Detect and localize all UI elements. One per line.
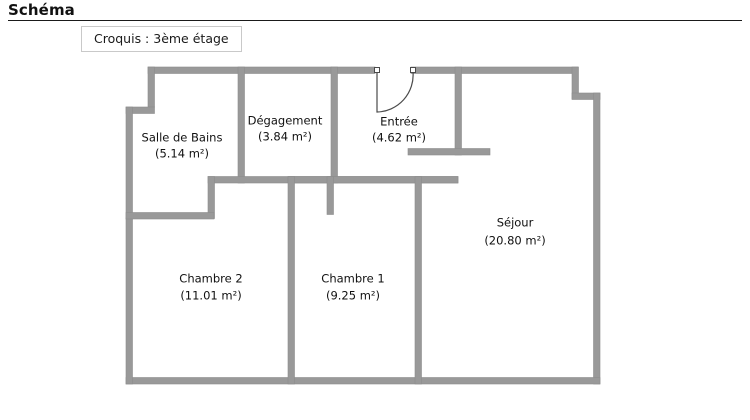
wall-bottom bbox=[125, 377, 601, 385]
room-area-sejour: (20.80 m²) bbox=[484, 234, 545, 248]
door-leaf-and-swing bbox=[376, 70, 414, 113]
room-area-chambre-1: (9.25 m²) bbox=[326, 289, 380, 303]
page-title: Schéma bbox=[8, 1, 75, 19]
wall-right-outer bbox=[593, 92, 601, 385]
door-hinge-marker-right bbox=[410, 67, 416, 73]
title-divider bbox=[8, 20, 742, 21]
room-label-chambre-2: Chambre 2 bbox=[179, 272, 242, 286]
plan-caption-label: Croquis : 3ème étage bbox=[94, 30, 229, 46]
room-label-entree: Entrée bbox=[380, 115, 418, 129]
wall-chambre1-stub bbox=[326, 176, 334, 215]
room-area-entree: (4.62 m²) bbox=[372, 131, 426, 145]
wall-left-bath-lower bbox=[125, 106, 133, 220]
plan-caption-box: Croquis : 3ème étage bbox=[81, 26, 242, 52]
room-area-degagement: (3.84 m²) bbox=[258, 130, 312, 144]
wall-chambre1-top bbox=[287, 176, 459, 184]
wall-top-entry-right bbox=[410, 66, 579, 74]
room-label-degagement: Dégagement bbox=[248, 114, 323, 128]
wall-step-vertical-left bbox=[207, 176, 215, 219]
floor-plan-svg: Salle de Bains (5.14 m²) Dégagement (3.8… bbox=[125, 66, 601, 385]
room-label-sejour: Séjour bbox=[497, 216, 534, 230]
floor-plan: Salle de Bains (5.14 m²) Dégagement (3.8… bbox=[0, 55, 750, 395]
wall-chambre2-chambre1-divider bbox=[287, 176, 295, 385]
wall-entree-bottom bbox=[407, 148, 491, 156]
room-labels: Salle de Bains (5.14 m²) Dégagement (3.8… bbox=[142, 114, 546, 303]
wall-left-chambre2 bbox=[125, 217, 133, 385]
wall-degagement-entree-divider bbox=[330, 66, 338, 184]
room-area-chambre-2: (11.01 m²) bbox=[180, 289, 241, 303]
wall-left-bath-upper bbox=[147, 66, 155, 108]
wall-chambre2-top bbox=[125, 212, 215, 220]
wall-chambre1-sejour-divider bbox=[414, 176, 422, 385]
entry-door bbox=[374, 67, 416, 113]
wall-entree-sejour-divider bbox=[454, 66, 462, 156]
walls bbox=[125, 66, 601, 385]
wall-bath-degagement-divider bbox=[237, 66, 245, 184]
room-area-salle-de-bains: (5.14 m²) bbox=[155, 147, 209, 161]
door-hinge-marker-left bbox=[374, 67, 380, 73]
room-label-salle-de-bains: Salle de Bains bbox=[142, 131, 223, 145]
room-label-chambre-1: Chambre 1 bbox=[321, 272, 384, 286]
